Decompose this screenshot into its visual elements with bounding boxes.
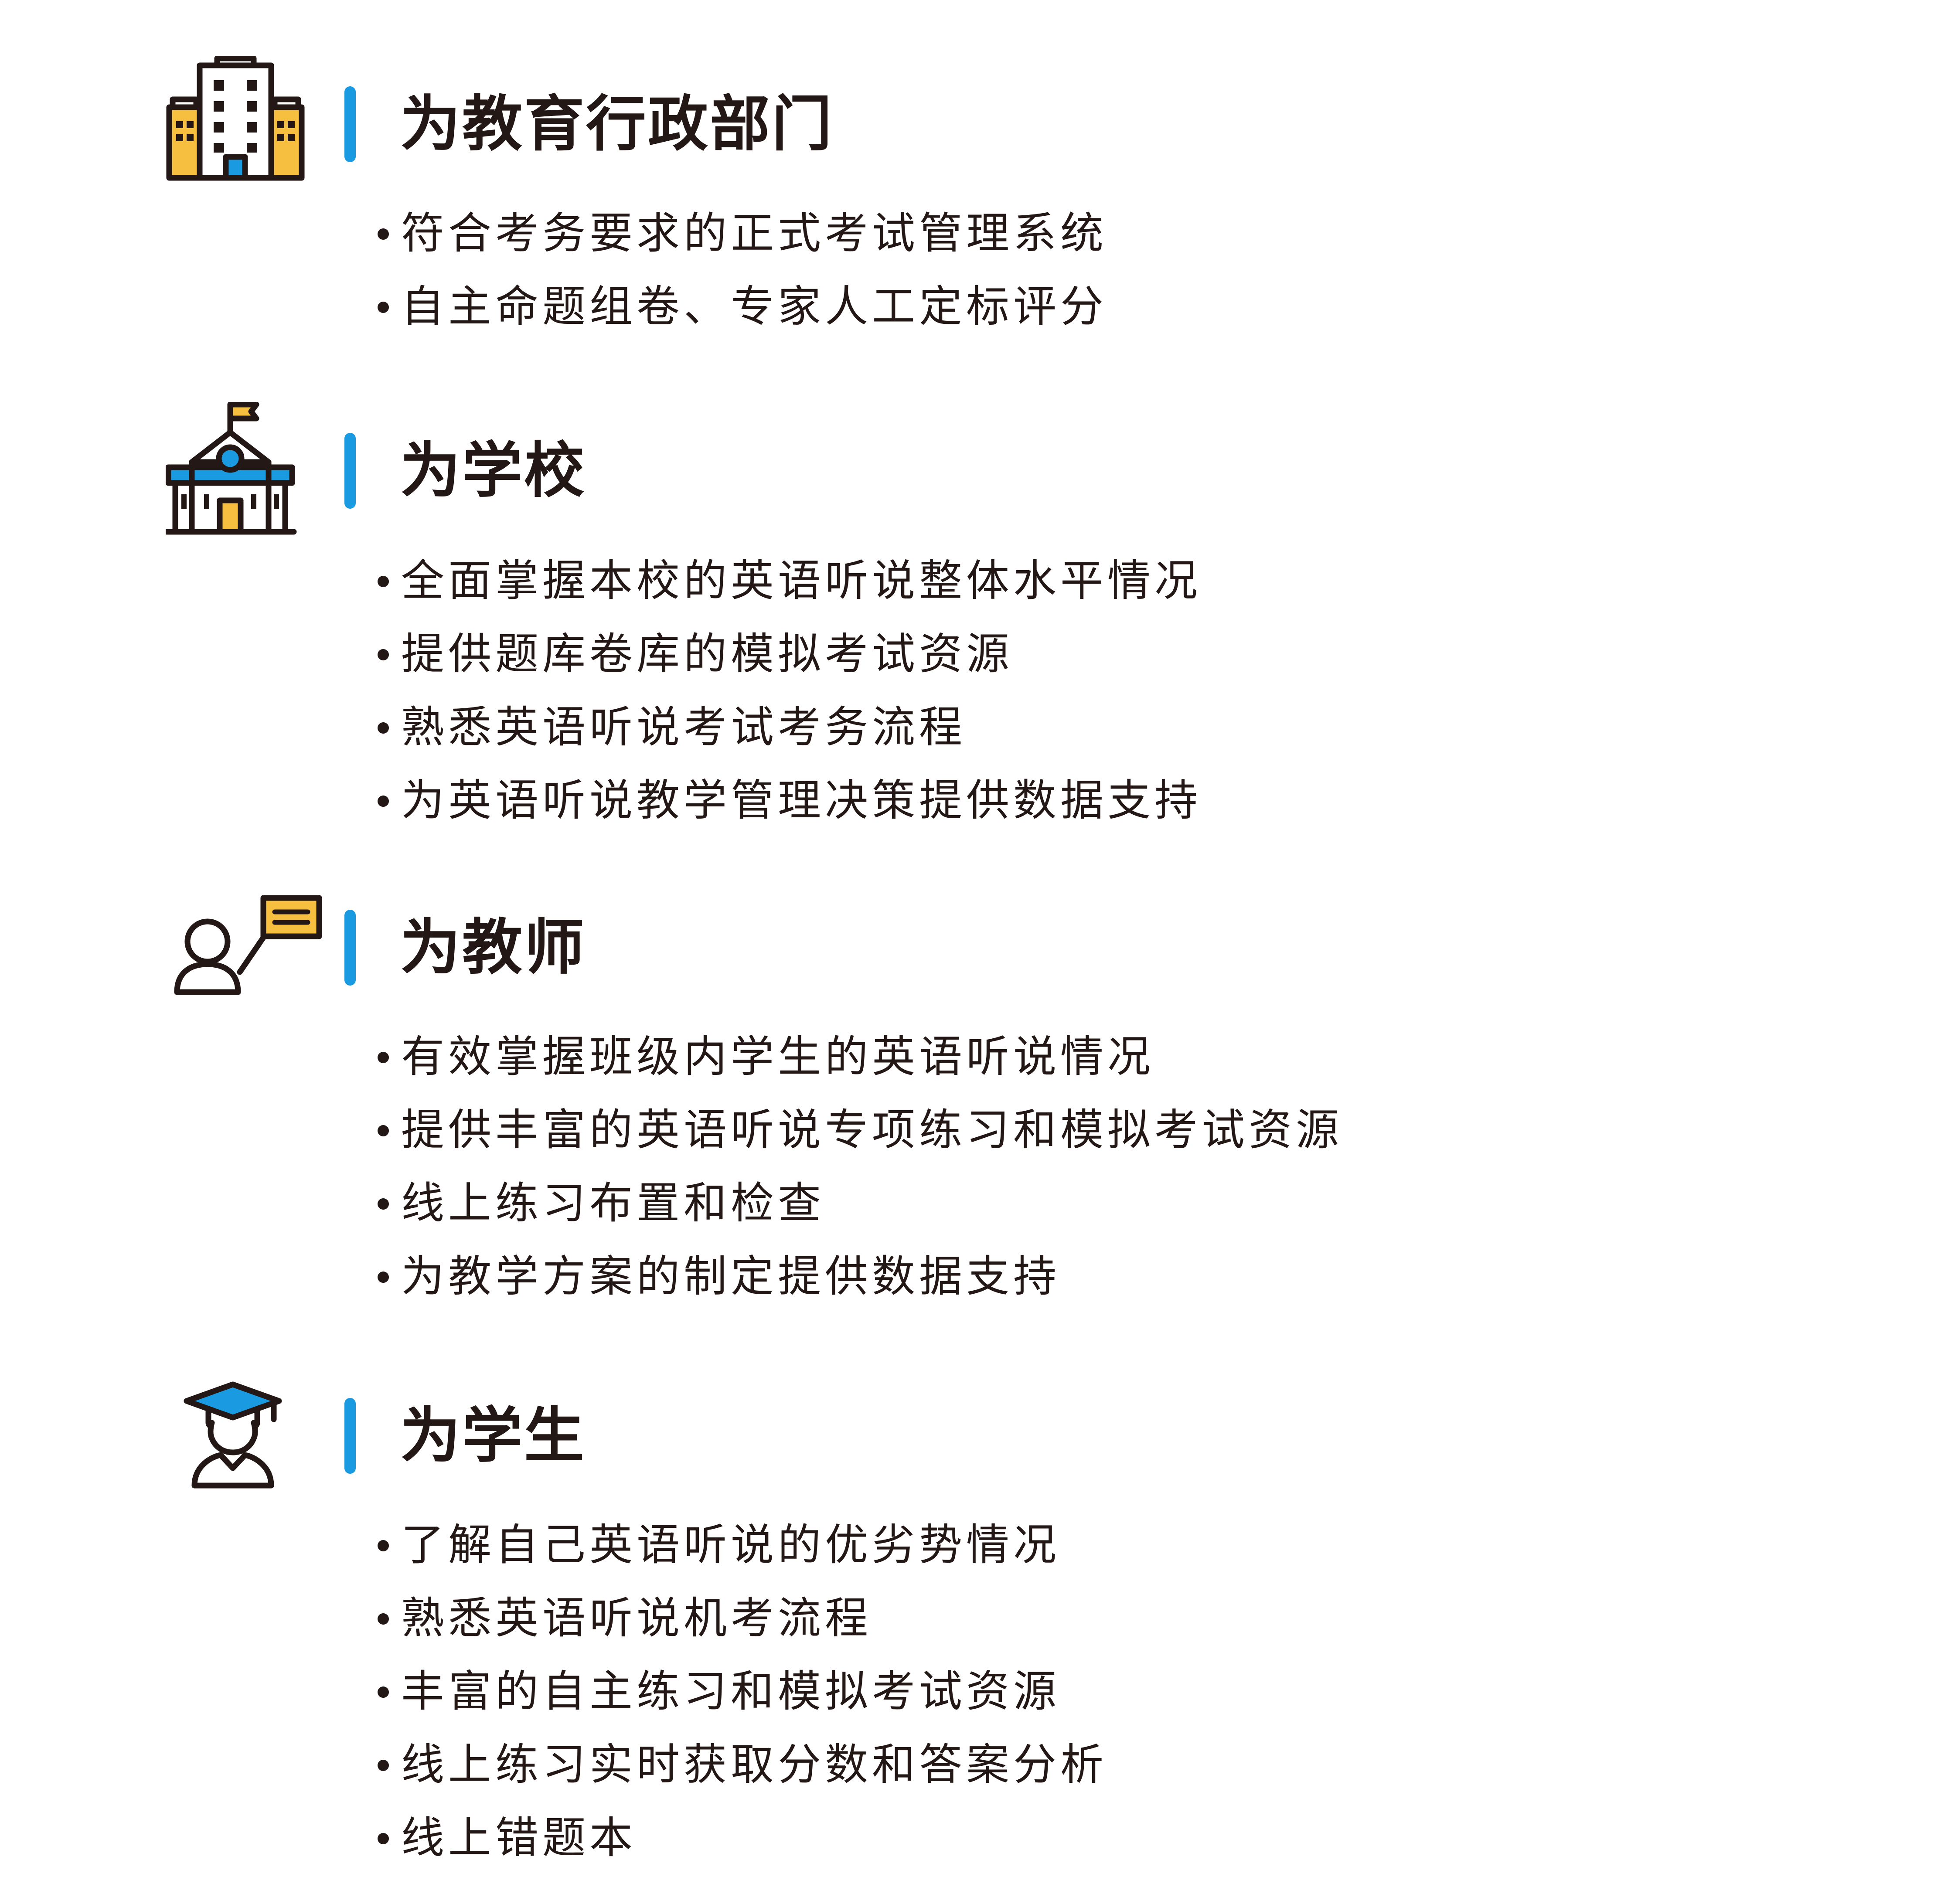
bullet-list: 全面掌握本校的英语听说整体水平情况 提供题库卷库的模拟考试资源 熟悉英语听说考试…	[376, 544, 1202, 837]
list-item-text: 了解自己英语听说的优劣势情况	[401, 1520, 1060, 1570]
section-accent-bar	[344, 86, 356, 162]
bullet-dot	[378, 302, 389, 313]
list-item: 丰富的自主练习和模拟考试资源	[376, 1655, 1107, 1728]
bullet-dot	[378, 1198, 389, 1210]
bullet-list: 有效掌握班级内学生的英语听说情况 提供丰富的英语听说专项练习和模拟考试资源 线上…	[376, 1020, 1343, 1313]
section-title: 为教师	[400, 912, 586, 983]
list-item: 提供题库卷库的模拟考试资源	[376, 618, 1202, 691]
bullet-dot	[378, 228, 389, 240]
bullet-dot	[378, 1613, 389, 1625]
list-item-text: 线上练习实时获取分数和答案分析	[401, 1740, 1107, 1790]
bullet-list: 符合考务要求的正式考试管理系统 自主命题组卷、专家人工定标评分	[376, 197, 1107, 343]
list-item-text: 全面掌握本校的英语听说整体水平情况	[401, 556, 1202, 606]
list-item-text: 熟悉英语听说考试考务流程	[401, 702, 966, 752]
section-accent-bar	[344, 910, 356, 986]
list-item-text: 为英语听说教学管理决策提供数据支持	[401, 775, 1202, 826]
bullet-dot	[378, 1760, 389, 1771]
list-item: 线上练习布置和检查	[376, 1167, 1343, 1240]
list-item: 为教学方案的制定提供数据支持	[376, 1240, 1343, 1313]
section-title: 为教育行政部门	[400, 89, 834, 159]
list-item-text: 自主命题组卷、专家人工定标评分	[401, 282, 1107, 332]
list-item: 自主命题组卷、专家人工定标评分	[376, 270, 1107, 343]
list-item-text: 线上错题本	[401, 1813, 637, 1863]
list-item: 符合考务要求的正式考试管理系统	[376, 197, 1107, 270]
list-item: 为英语听说教学管理决策提供数据支持	[376, 764, 1202, 837]
list-item-text: 提供丰富的英语听说专项练习和模拟考试资源	[401, 1105, 1343, 1155]
bullet-dot	[378, 576, 389, 587]
bullet-dot	[378, 1272, 389, 1283]
graduate-student-icon	[166, 1381, 296, 1490]
section-accent-bar	[344, 433, 356, 509]
office-building-icon	[166, 56, 305, 182]
list-item: 了解自己英语听说的优劣势情况	[376, 1509, 1107, 1582]
list-item: 熟悉英语听说考试考务流程	[376, 691, 1202, 764]
list-item: 熟悉英语听说机考流程	[376, 1582, 1107, 1655]
section-title: 为学生	[400, 1401, 586, 1471]
list-item: 线上练习实时获取分数和答案分析	[376, 1728, 1107, 1802]
list-item: 线上错题本	[376, 1802, 1107, 1875]
list-item-text: 有效掌握班级内学生的英语听说情况	[401, 1032, 1154, 1082]
list-item-text: 符合考务要求的正式考试管理系统	[401, 208, 1107, 258]
list-item: 提供丰富的英语听说专项练习和模拟考试资源	[376, 1094, 1343, 1167]
section-title: 为学校	[400, 435, 586, 506]
bullet-dot	[378, 1052, 389, 1063]
list-item: 有效掌握班级内学生的英语听说情况	[376, 1020, 1343, 1094]
bullet-list: 了解自己英语听说的优劣势情况 熟悉英语听说机考流程 丰富的自主练习和模拟考试资源…	[376, 1509, 1107, 1875]
school-building-icon	[166, 402, 305, 537]
list-item-text: 线上练习布置和检查	[401, 1178, 825, 1228]
list-item-text: 为教学方案的制定提供数据支持	[401, 1251, 1060, 1302]
list-item-text: 熟悉英语听说机考流程	[401, 1593, 872, 1643]
section-accent-bar	[344, 1398, 356, 1474]
list-item-text: 提供题库卷库的模拟考试资源	[401, 629, 1013, 679]
bullet-dot	[378, 1540, 389, 1551]
bullet-dot	[378, 796, 389, 807]
list-item-text: 丰富的自主练习和模拟考试资源	[401, 1666, 1060, 1717]
bullet-dot	[378, 1833, 389, 1844]
list-item: 全面掌握本校的英语听说整体水平情况	[376, 544, 1202, 618]
bullet-dot	[378, 649, 389, 660]
bullet-dot	[378, 1686, 389, 1698]
bullet-dot	[378, 722, 389, 734]
teacher-presentation-icon	[166, 894, 323, 999]
bullet-dot	[378, 1125, 389, 1136]
